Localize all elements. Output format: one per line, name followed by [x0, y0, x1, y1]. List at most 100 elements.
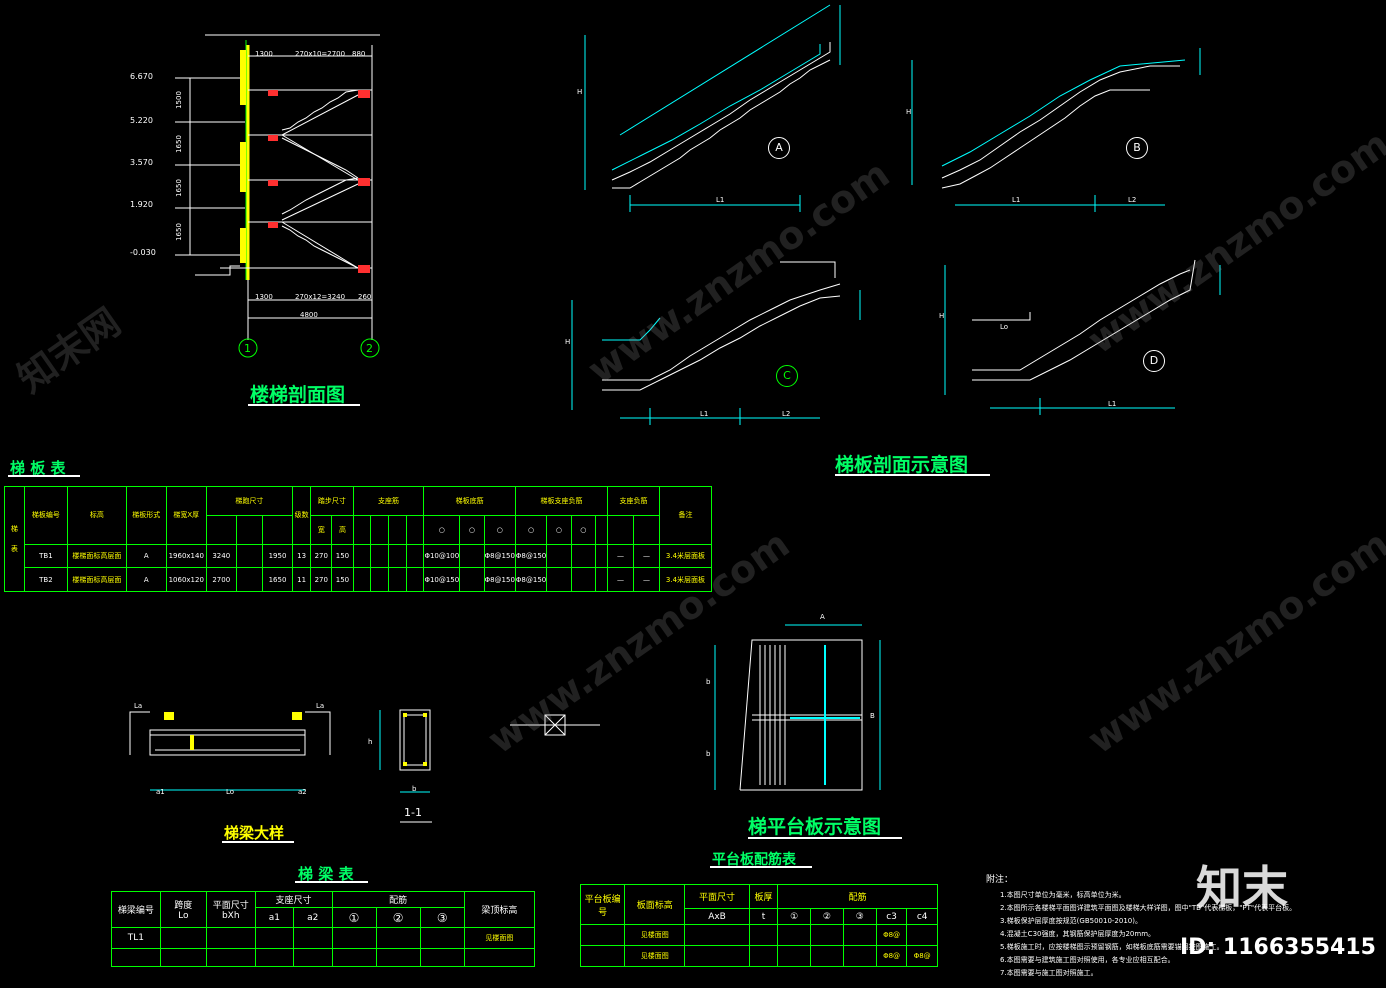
- section-mark: 1-1: [404, 806, 422, 819]
- brand-logo: 知末: [1196, 861, 1288, 915]
- level-label: 5.220: [130, 116, 153, 125]
- level-label: 6.670: [130, 72, 153, 81]
- landing-slab-title: 梯平台板示意图: [748, 816, 882, 838]
- dim-h: H: [565, 338, 571, 346]
- col-header: 板厚: [748, 884, 779, 909]
- diagram-label-c: C: [776, 365, 798, 387]
- beam-detail-drawing: [129, 709, 600, 823]
- dim-l2: L2: [1128, 196, 1137, 204]
- top-dim: 880: [352, 50, 366, 58]
- note-line: 3.梯板保护层厚度按规范(GB50010-2010)。: [1000, 917, 1142, 925]
- level-label: 1.920: [130, 200, 153, 209]
- beam-dim-label: La: [316, 702, 325, 710]
- title-underlines: [8, 404, 990, 883]
- col-header: 梯宽X厚: [165, 486, 207, 545]
- bottom-dim: 260: [358, 293, 372, 301]
- note-line: 4.混凝土C30强度，其钢筋保护层厚度为20mm。: [1000, 930, 1156, 938]
- slab-diagram-d: [944, 259, 1221, 415]
- table-row: 见楼面图 Φ8@Φ8@: [579, 945, 938, 967]
- bottom-dim: 270x12=3240: [295, 293, 346, 301]
- floor-height-dim: 1500: [174, 91, 183, 109]
- dim-h: H: [906, 108, 912, 116]
- col-header: 梯板形式: [125, 486, 167, 545]
- landing-dim-label: b: [706, 678, 711, 686]
- beam-dim-label: a1: [156, 788, 165, 796]
- table-row: TL1 见楼面图: [111, 927, 536, 949]
- diagram-label-b: B: [1126, 137, 1148, 159]
- beam-dim-label: Lo: [226, 788, 235, 796]
- beam-dim-label: b: [412, 785, 417, 793]
- dim-l2: L2: [782, 410, 791, 418]
- slab-table-title: 梯 板 表: [10, 459, 66, 477]
- beam-detail-title: 梯梁大样: [224, 824, 285, 842]
- note-line: 2.本图所示各楼梯平面图详建筑平面图及楼梯大样详图，图中"TB"代表梯板，"PT…: [1000, 904, 1297, 912]
- note-line: 1.本图尺寸单位为毫米，标高单位为米。: [1000, 891, 1126, 899]
- axis-label: 1: [244, 342, 251, 355]
- table-row: 见楼面图 Φ8@: [579, 924, 938, 946]
- level-label: 3.570: [130, 158, 153, 167]
- col-header: 平台板编号: [579, 884, 626, 925]
- sub-header: 宽: [310, 514, 333, 545]
- slab-table: 梯表 梯板编号 标高 梯板形式 梯宽X厚 梯跑尺寸 级数 踏步尺寸 支座筋 梯板…: [4, 486, 713, 592]
- col-header: 支座筋: [352, 486, 425, 516]
- col-header: 梁顶标高: [463, 890, 536, 929]
- beam-dim-label: a2: [298, 788, 307, 796]
- col-header: 平面尺寸: [684, 884, 750, 909]
- floor-height-dim: 1650: [174, 135, 183, 153]
- image-id: ID: 1166355415: [1180, 935, 1376, 960]
- note-line: 7.本图需要与施工图对照施工。: [1000, 969, 1098, 977]
- dim-l1: L1: [700, 410, 709, 418]
- note-line: 5.梯板施工时，应按楼梯图示预留钢筋，如梯板底筋需要锚固按图施工。: [1000, 943, 1224, 951]
- landing-dim-label: A: [820, 613, 825, 621]
- dim-l1: L1: [1108, 400, 1117, 408]
- slab-table-side-label: 梯表: [4, 486, 25, 592]
- landing-dim-label: b: [706, 750, 711, 758]
- col-header: 标高: [67, 486, 127, 545]
- dim-h: H: [577, 88, 583, 96]
- col-header: 备注: [658, 486, 713, 545]
- col-header: 梯跑尺寸: [205, 486, 294, 516]
- landing-slab-drawing: [714, 624, 881, 791]
- axis-label: 2: [366, 342, 373, 355]
- col-header: 支座负筋: [607, 486, 660, 516]
- col-header: 踏步尺寸: [310, 486, 354, 516]
- diagram-label-d: D: [1143, 350, 1165, 372]
- sub-header: 高: [331, 514, 354, 545]
- total-dim: 4800: [300, 311, 318, 319]
- note-line: 6.本图需要与建筑施工图对照使用，各专业应相互配合。: [1000, 956, 1175, 964]
- bottom-dim: 1300: [255, 293, 273, 301]
- floor-height-dim: 1650: [174, 179, 183, 197]
- top-dim: 1300: [255, 50, 273, 58]
- dim-l1: L1: [1012, 196, 1021, 204]
- slab-diagram-b: [911, 48, 1201, 212]
- slab-diagram-c: [571, 261, 861, 425]
- stair-section-drawing: [175, 34, 380, 358]
- slab-diagram-a: [584, 4, 841, 212]
- slab-section-title: 梯板剖面示意图: [835, 454, 969, 476]
- col-header: 梯板底筋: [423, 486, 516, 516]
- col-header: 板面标高: [624, 884, 686, 925]
- col-header: 支座尺寸: [254, 890, 333, 909]
- col-header: 配筋: [331, 890, 465, 909]
- landing-dim-label: B: [870, 712, 875, 720]
- floor-height-dim: 1650: [174, 223, 183, 241]
- top-dim: 270x10=2700: [295, 50, 346, 58]
- col-header: 级数: [291, 486, 312, 545]
- beam-table-title: 梯 梁 表: [298, 865, 354, 883]
- col-header: 梯板支座负筋: [514, 486, 609, 516]
- stair-section-columns: [240, 50, 370, 273]
- col-header: 梯梁编号: [111, 890, 161, 929]
- col-header: 梯板编号: [23, 486, 69, 545]
- col-header: 配筋: [777, 884, 938, 909]
- diagram-label-a: A: [768, 137, 790, 159]
- dim-h: H: [939, 312, 945, 320]
- landing-table: 平台板编号 板面标高 平面尺寸 板厚 配筋 AxB t ① ② ③ c3 c4 …: [579, 884, 938, 967]
- dim-l1: L1: [716, 196, 725, 204]
- beam-dim-label: h: [368, 738, 373, 746]
